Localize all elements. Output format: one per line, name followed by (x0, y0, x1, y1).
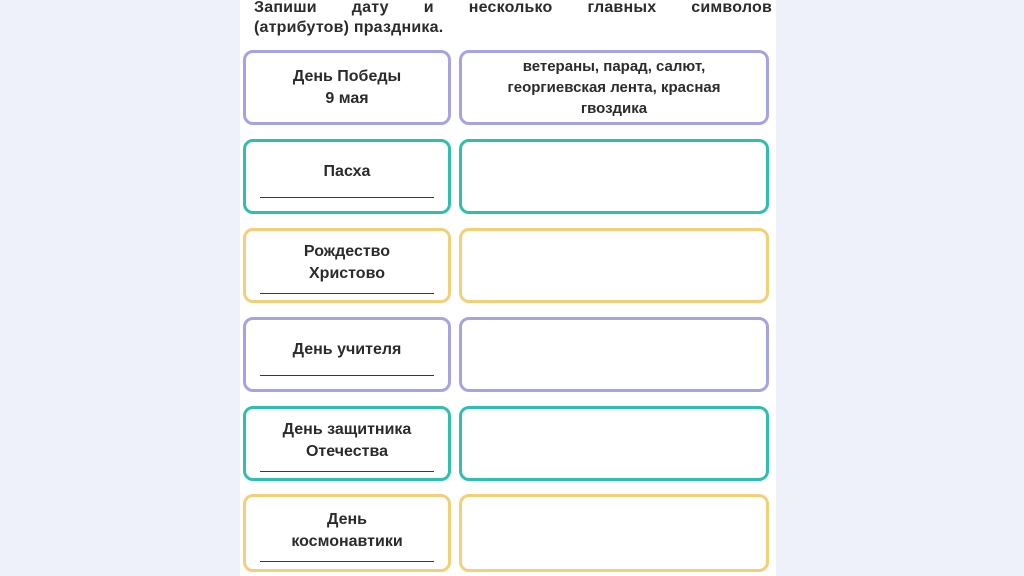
date-blank-line[interactable] (260, 197, 434, 198)
holiday-box-cosmonautics-day: День космонавтики (243, 494, 451, 572)
symbols-box-cosmonautics-day[interactable] (459, 494, 769, 572)
holiday-name: День учителя (292, 341, 402, 358)
symbols-answer: ветераны, парад, салют, георгиевская лен… (507, 58, 721, 117)
instruction-line-1: Запиши дату и несколько главных символов (254, 0, 772, 16)
holiday-name: Пасха (323, 163, 371, 180)
task-instruction: Запиши дату и несколько главных символов… (254, 0, 772, 38)
date-blank-line[interactable] (260, 560, 434, 562)
instruction-line-2: (атрибутов) праздника. (254, 19, 444, 36)
date-blank-line[interactable] (260, 471, 434, 472)
date-blank-line[interactable] (260, 293, 434, 294)
holiday-name: Рождество Христово (303, 243, 391, 282)
holiday-name: День защитника Отечества (282, 421, 412, 460)
symbols-box-easter[interactable] (459, 139, 769, 214)
symbols-box-defender-day[interactable] (459, 406, 769, 481)
date-blank-line[interactable] (260, 375, 434, 376)
holiday-name: День Победы 9 мая (292, 67, 402, 107)
holiday-box-victory-day: День Победы 9 мая (243, 50, 451, 125)
holiday-name: День космонавтики (291, 510, 403, 550)
holiday-box-christmas: Рождество Христово (243, 228, 451, 303)
holiday-box-teachers-day: День учителя (243, 317, 451, 392)
holiday-box-defender-day: День защитника Отечества (243, 406, 451, 481)
symbols-box-christmas[interactable] (459, 228, 769, 303)
symbols-box-teachers-day[interactable] (459, 317, 769, 392)
symbols-box-victory-day[interactable]: ветераны, парад, салют, георгиевская лен… (459, 50, 769, 125)
holiday-box-easter: Пасха (243, 139, 451, 214)
